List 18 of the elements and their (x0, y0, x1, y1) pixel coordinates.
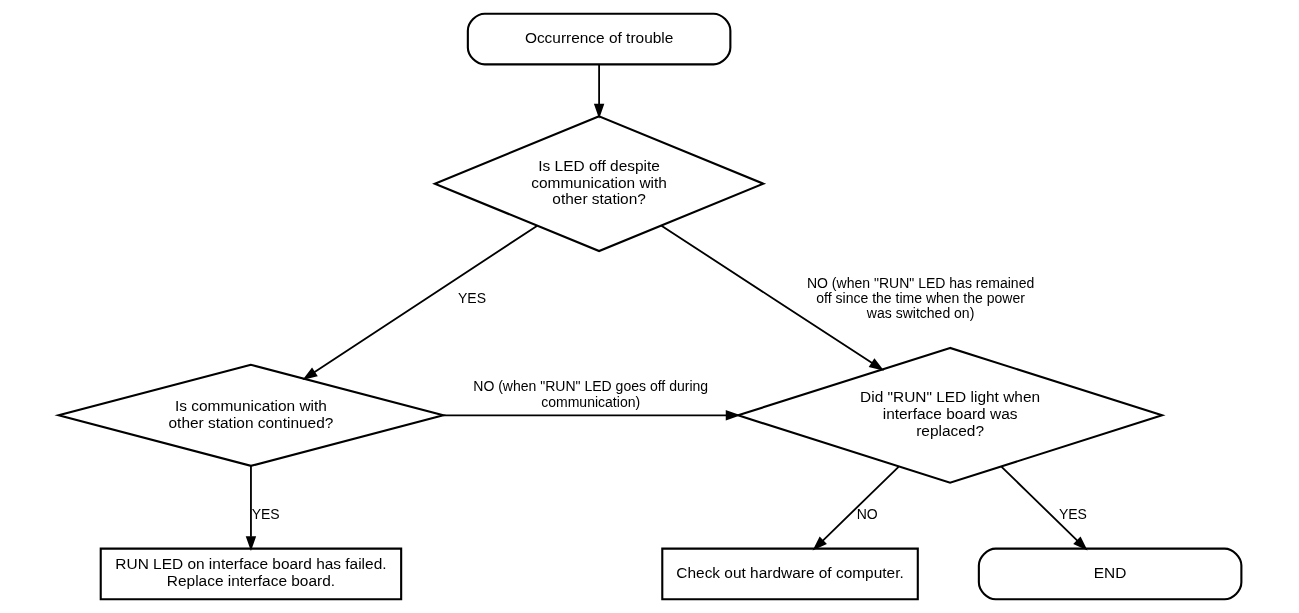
edge-label: NO (when "RUN" LED goes off during communication) (472, 378, 708, 410)
arrow (301, 224, 538, 380)
node-box: END (977, 547, 1242, 601)
arrow (245, 465, 256, 552)
node-box: Check out hardware of computer. (660, 547, 919, 601)
node-box: Occurrence of trouble (466, 12, 731, 66)
node-box: RUN LED on interface board has failed. Replace interface board. (99, 547, 402, 601)
edge-label: YES (457, 289, 486, 306)
arrow (812, 465, 899, 551)
arrow (660, 224, 884, 371)
arrow (593, 63, 604, 119)
edge-label: NO (856, 506, 878, 523)
arrow (1000, 465, 1088, 551)
edge-label: YES (251, 506, 280, 523)
edge-label: NO (when "RUN" LED has remained off since the time when the power was switched on) (806, 274, 1034, 322)
node-diamond: Is LED off despite communication with other station? (431, 115, 766, 253)
edge-label: YES (1058, 506, 1087, 523)
arrow (441, 410, 741, 421)
